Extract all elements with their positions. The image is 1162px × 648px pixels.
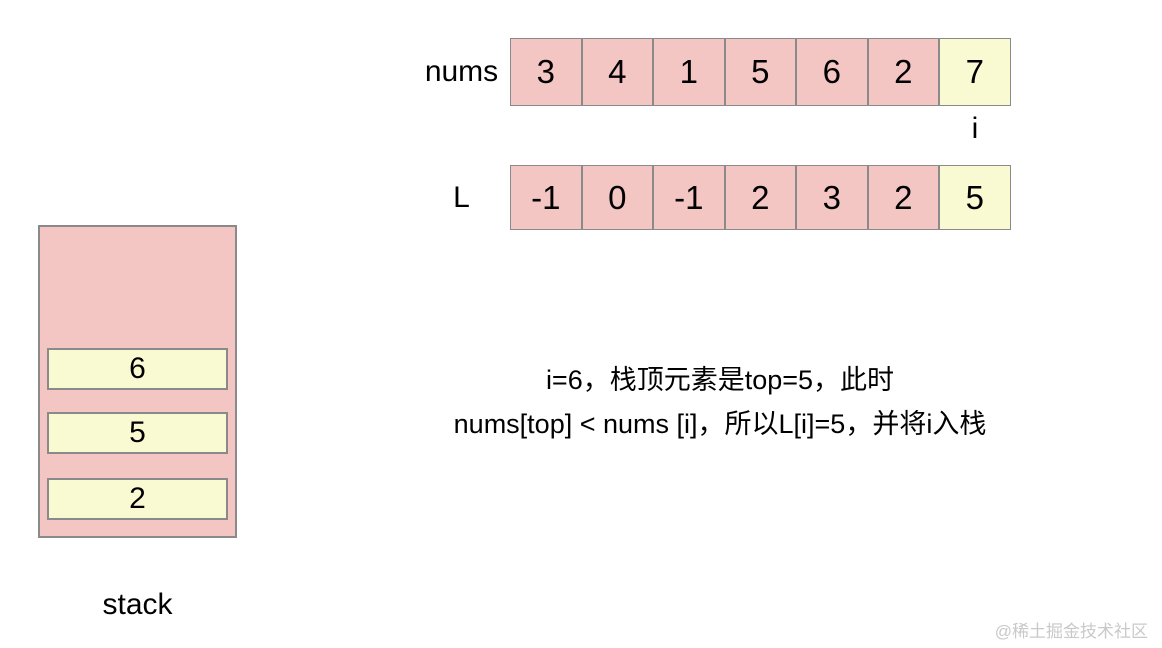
stack-item-top: 6 <box>47 348 228 390</box>
caption-line-2: nums[top] < nums [i]，所以L[i]=5，并将i入栈 <box>453 409 987 439</box>
stack-label: stack <box>102 588 173 621</box>
stack-container: 6 5 2 <box>38 225 237 538</box>
l-cell-0: -1 <box>510 165 582 230</box>
l-cell-1: 0 <box>581 165 653 230</box>
stack-item-middle: 5 <box>47 412 228 454</box>
nums-cell-1: 4 <box>581 38 653 106</box>
l-cell-2: -1 <box>653 165 725 230</box>
caption-line-1: i=6，栈顶元素是top=5，此时 <box>545 365 895 395</box>
l-cell-3: 2 <box>724 165 796 230</box>
nums-cell-3: 5 <box>724 38 796 106</box>
index-pointer-label: i <box>971 112 979 145</box>
l-cell-4: 3 <box>796 165 868 230</box>
l-cell-5: 2 <box>867 165 939 230</box>
l-cell-6-highlighted: 5 <box>939 165 1011 230</box>
nums-array-row: nums 3 4 1 5 6 2 7 <box>413 38 1011 106</box>
l-array-row: L -1 0 -1 2 3 2 5 <box>413 165 1011 230</box>
explanation-caption: i=6，栈顶元素是top=5，此时 nums[top] < nums [i]，所… <box>340 358 1100 446</box>
nums-cell-4: 6 <box>796 38 868 106</box>
stack-item-bottom: 2 <box>47 478 228 520</box>
nums-cell-5: 2 <box>867 38 939 106</box>
nums-cell-6-highlighted: 7 <box>939 38 1011 106</box>
nums-array-label: nums <box>424 55 499 88</box>
watermark-text: @稀土掘金技术社区 <box>994 622 1148 641</box>
nums-cell-0: 3 <box>510 38 582 106</box>
nums-cell-2: 1 <box>653 38 725 106</box>
l-array-label: L <box>453 180 470 214</box>
